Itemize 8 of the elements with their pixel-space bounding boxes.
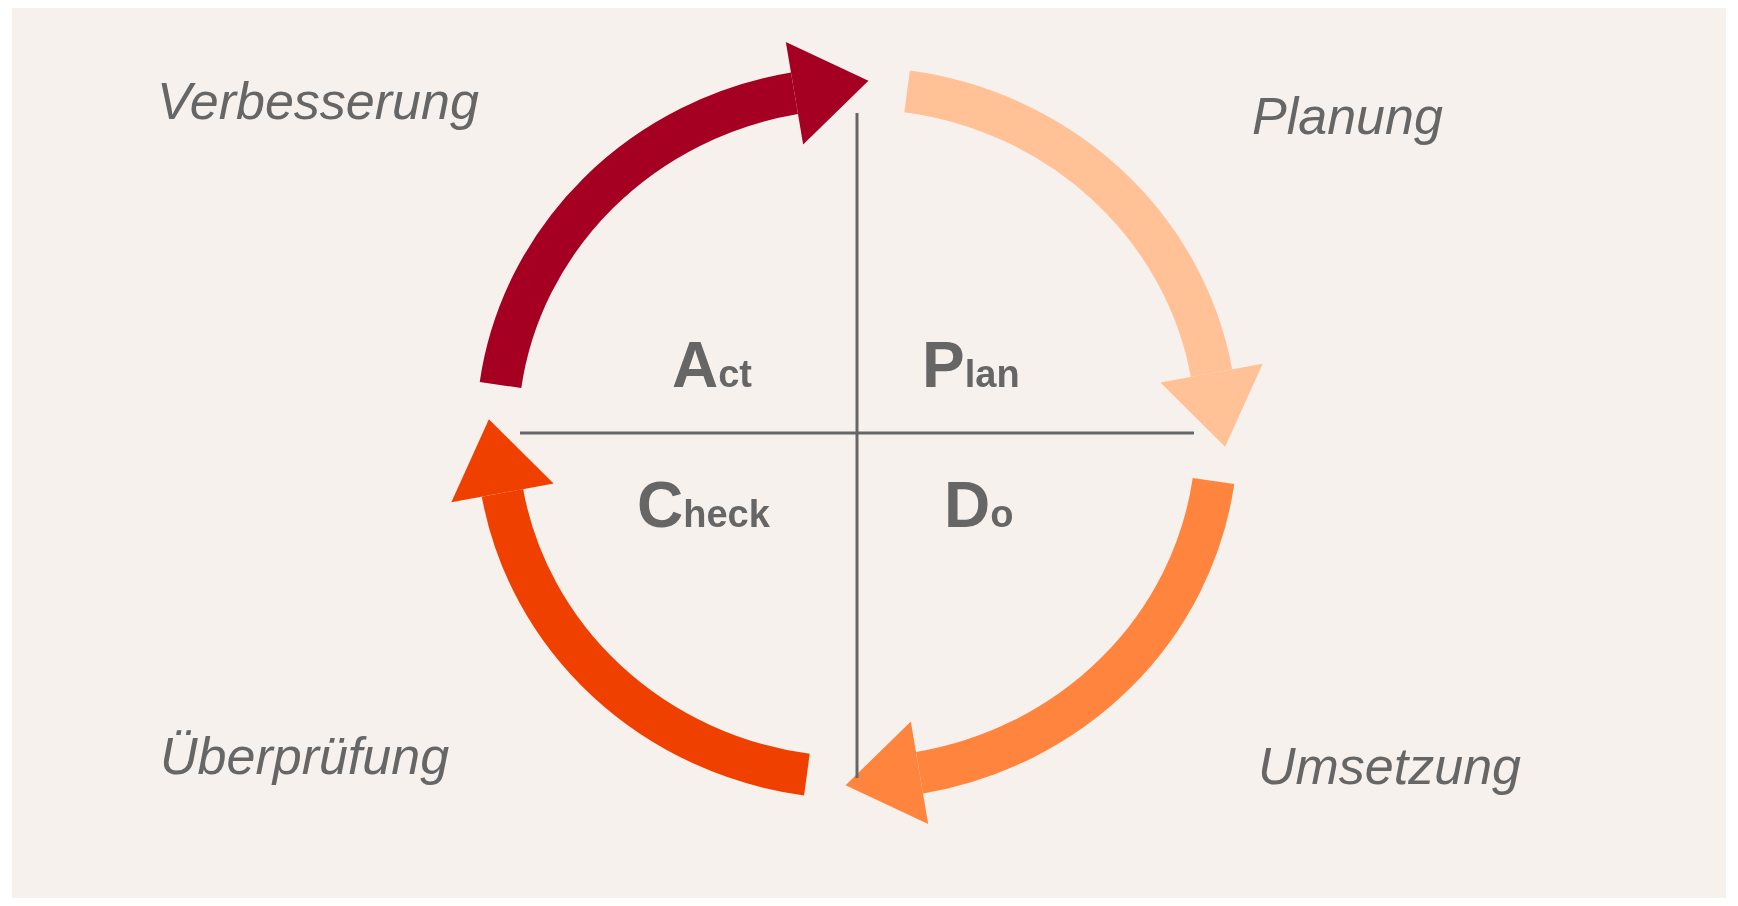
quadrant-label: Plan bbox=[922, 333, 1020, 397]
phase-label: Verbesserung bbox=[157, 73, 479, 131]
phase-label: Überprüfung bbox=[160, 728, 450, 786]
quadrant-label: Check bbox=[637, 473, 770, 537]
quadrant-label: Do bbox=[944, 473, 1014, 537]
phase-label: Umsetzung bbox=[1258, 738, 1521, 796]
phase-label: Planung bbox=[1252, 88, 1443, 146]
quadrant-label: Act bbox=[672, 333, 752, 397]
